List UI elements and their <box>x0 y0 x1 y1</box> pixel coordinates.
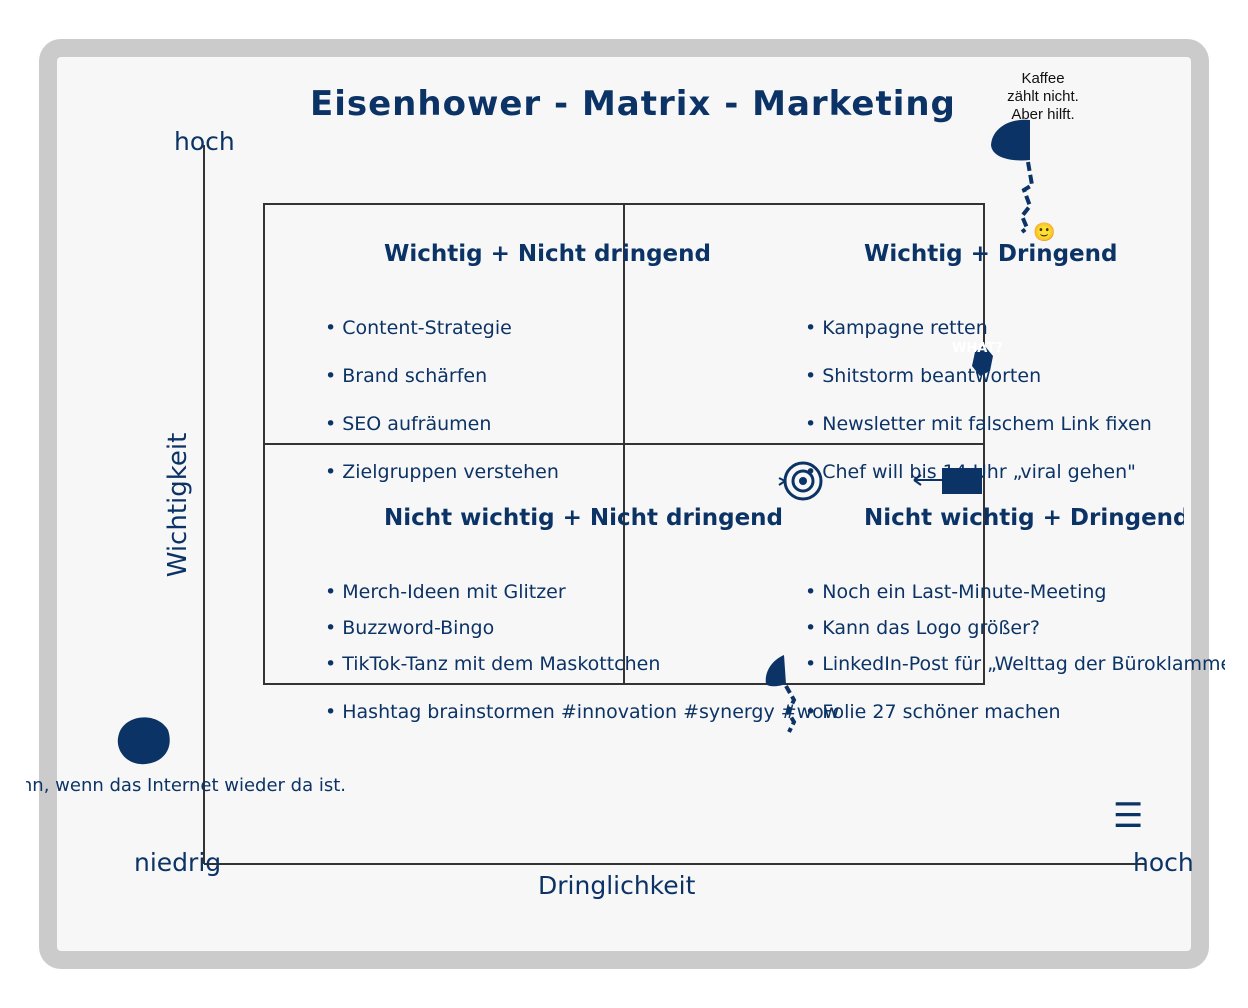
coffee-blob-icon <box>991 119 1030 161</box>
quadrant-title-top-right: Wichtig + Dringend <box>864 241 1118 267</box>
x-axis-right-label: hoch <box>1133 848 1194 877</box>
y-axis-top-label: hoch <box>174 127 235 156</box>
quadrant-title-top-left: Wichtig + Nicht dringend <box>384 241 711 267</box>
list-item: • Folie 27 schöner machen <box>805 701 1061 723</box>
x-axis-label: Dringlichkeit <box>538 871 696 900</box>
quadrant-title-bottom-right: Nicht wichtig + Dringend <box>864 505 1184 531</box>
list-item: • Kampagne retten <box>805 317 988 339</box>
list-item: • Newsletter mit falschem Link fixen <box>805 413 1152 435</box>
smiley-icon: 🙂 <box>1033 222 1056 243</box>
y-axis-label: Wichtigkeit <box>163 432 193 578</box>
list-item: • Shitstorm beantworten <box>805 365 1042 387</box>
bottom-blob-icon <box>765 655 786 687</box>
list-item: • TikTok-Tanz mit dem Maskottchen <box>325 653 661 675</box>
internet-note-clip: Mach ich dann, wenn das Internet wieder … <box>26 775 346 801</box>
list-item: • Zielgruppen verstehen <box>325 461 559 483</box>
list-item: • Kann das Logo größer? <box>805 617 1041 639</box>
menu-icon[interactable]: ☰ <box>1113 796 1144 836</box>
page-title: Eisenhower - Matrix - Marketing <box>310 84 956 124</box>
folder-shape-icon <box>942 468 982 494</box>
y-axis-bottom-label: niedrig <box>134 848 222 877</box>
internet-note: Mach ich dann, wenn das Internet wieder … <box>26 775 346 796</box>
list-item: • LinkedIn-Post für „Welttag der Bürokla… <box>805 653 1225 675</box>
what-bubble-icon <box>972 345 993 376</box>
list-item: • Noch ein Last-Minute-Meeting <box>805 581 1107 603</box>
coffee-note: Kaffee zählt nicht. Aber hilft. <box>1007 70 1079 123</box>
list-item: • Chef will bis 14 Uhr „viral gehen" <box>805 461 1136 483</box>
list-item: • Brand schärfen <box>325 365 488 387</box>
bottom-drip-icon <box>784 685 797 733</box>
what-label: WHAT? <box>952 341 1003 356</box>
list-item: • Merch-Ideen mit Glitzer <box>325 581 566 603</box>
list-item: • Hashtag brainstormen #innovation #syne… <box>325 701 840 723</box>
list-item: • Buzzword-Bingo <box>325 617 495 639</box>
list-item: • Content-Strategie <box>325 317 512 339</box>
quadrant-title-bottom-left: Nicht wichtig + Nicht dringend <box>384 505 784 531</box>
coffee-drip-icon <box>1019 161 1035 234</box>
list-item: • SEO aufräumen <box>325 413 492 435</box>
left-blob-icon <box>117 717 170 765</box>
